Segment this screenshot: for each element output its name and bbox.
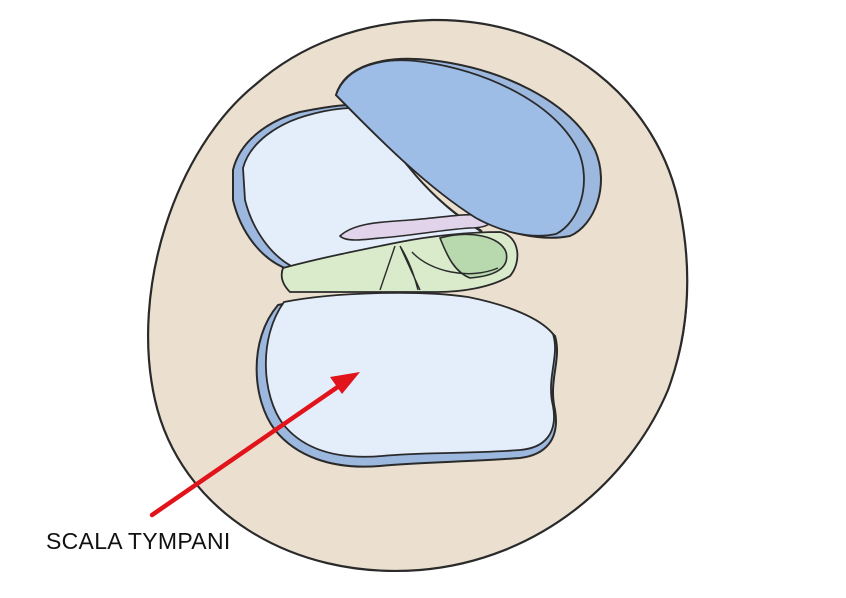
- annotation-arrow-head: [330, 372, 360, 394]
- scala-media: [334, 59, 585, 237]
- tunnel-of-corti: [379, 245, 421, 291]
- inner-sulcus-curve: [411, 251, 499, 275]
- annotation-arrow-shaft: [149, 381, 345, 518]
- outer-hair-cell-region: [438, 233, 508, 279]
- scala-tympani-label: SCALA TYMPANI: [46, 528, 231, 554]
- scala-tympani: [264, 291, 556, 458]
